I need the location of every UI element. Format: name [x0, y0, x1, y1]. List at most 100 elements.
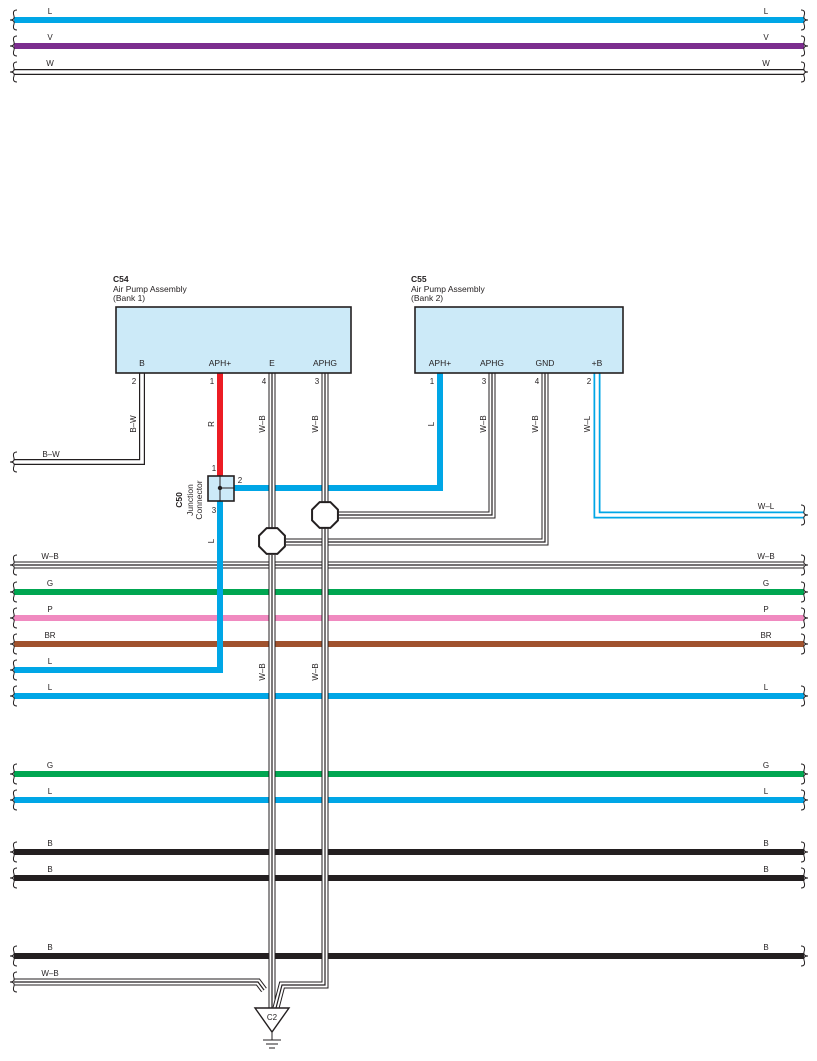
- c50-junction-dot: [217, 485, 223, 491]
- c54-pin-1-name: APH+: [209, 358, 231, 368]
- top-wire-2-right-bracket: [800, 61, 809, 83]
- c50-pin2-num: 2: [238, 476, 243, 485]
- c54-code: C54: [113, 274, 129, 284]
- c54-b-wire-bracket: [9, 451, 18, 473]
- ground-wire-aphg-white: [273, 528, 328, 1009]
- c55-pin-0-num: 1: [430, 377, 435, 386]
- top-wire-0-left-label: L: [48, 7, 53, 16]
- bus-wire-5-left-bracket: [9, 685, 18, 707]
- c54-pin-1-num: 1: [210, 377, 215, 386]
- bus-wire-8-right-bracket: [800, 841, 809, 863]
- bus-wire-10-right-bracket: [800, 945, 809, 967]
- bus-wire-0-right-label: W–B: [757, 552, 774, 561]
- c55-b-wire-core: [595, 373, 804, 517]
- ground-triangle: [253, 1007, 291, 1034]
- bus-wire-0-left-bracket: [9, 554, 18, 576]
- c54-pin-0-num: 2: [132, 377, 137, 386]
- c54-pin-3-num: 3: [315, 377, 320, 386]
- bus-wire-1-left-label: G: [47, 579, 53, 588]
- ground-wire-e-label: W–B: [258, 663, 267, 680]
- bus-wire-11-white: [14, 979, 266, 992]
- c55-pin-3-name: +B: [592, 358, 603, 368]
- bus-wire-7-left-bracket: [9, 789, 18, 811]
- bus-wire-7-right-label: L: [764, 787, 769, 796]
- bus-wire-2-left-bracket: [9, 607, 18, 629]
- c55-b-wire-label: W–L: [583, 415, 592, 432]
- bus-wire-5-right-label: L: [764, 683, 769, 692]
- c55-name: Air Pump Assembly: [411, 284, 485, 294]
- bus-wire-6-left-bracket: [9, 763, 18, 785]
- c55-code: C55: [411, 274, 427, 284]
- c55-aphg-wire-label: W–B: [479, 415, 488, 432]
- c55-pin-0-name: APH+: [429, 358, 451, 368]
- bus-wire-7-right-bracket: [800, 789, 809, 811]
- c55-aphg-wire-outer: [338, 373, 496, 519]
- top-wire-2-right-label: W: [762, 59, 770, 68]
- c55-b-wire-outer: [593, 373, 804, 519]
- bus-wire-10-left-label: B: [47, 943, 52, 952]
- bus-wire-3-left-label: BR: [44, 631, 55, 640]
- bus-wire-6-right-label: G: [763, 761, 769, 770]
- bus-wire-3-right-label: BR: [760, 631, 771, 640]
- bus-wire-1-right-bracket: [800, 581, 809, 603]
- top-wire-2-left-label: W: [46, 59, 54, 68]
- c54-pin-3-name: APHG: [313, 358, 337, 368]
- c55-aphg-wire-white: [338, 373, 495, 518]
- components-layer: [115, 306, 624, 1049]
- c55-pin-2-name: GND: [536, 358, 555, 368]
- top-wire-0-right-label: L: [764, 7, 769, 16]
- bus-wire-9-right-bracket: [800, 867, 809, 889]
- c54-name: Air Pump Assembly: [113, 284, 187, 294]
- c50-pin3-num: 3: [212, 506, 217, 515]
- c55-sub: (Bank 2): [411, 293, 443, 303]
- c55-pin-1-num: 3: [482, 377, 487, 386]
- top-wire-1-right-bracket: [800, 35, 809, 57]
- c54-b-wire-outer: [14, 373, 145, 465]
- bus-wire-11-left-bracket: [9, 971, 18, 993]
- bus-wire-7-left-label: L: [48, 787, 53, 796]
- c55-aph-wire-label: L: [427, 421, 436, 426]
- top-wire-0-left-bracket: [9, 9, 18, 31]
- bus-wire-4-left-label: L: [48, 657, 53, 666]
- top-wire-2-left-bracket: [9, 61, 18, 83]
- c54-pin-2-name: E: [269, 358, 275, 368]
- bus-wire-8-right-label: B: [763, 839, 768, 848]
- top-wire-1-left-label: V: [47, 33, 53, 42]
- ground-wire-aphg-center: [275, 528, 326, 1009]
- c55-pin-1-name: APHG: [480, 358, 504, 368]
- bus-wire-6-right-bracket: [800, 763, 809, 785]
- bus-wire-0-right-bracket: [800, 554, 809, 576]
- c55-b-wire-bracket: [800, 504, 809, 526]
- bus-wire-2-left-label: P: [47, 605, 52, 614]
- c50-line2: Connector: [194, 480, 204, 519]
- c50-code: C50: [174, 492, 184, 508]
- bw-left-label: B–W: [42, 450, 60, 459]
- bus-wire-3-right-bracket: [800, 633, 809, 655]
- c50-pin1-num: 1: [212, 464, 217, 473]
- splice-point-aphg: [311, 501, 339, 529]
- bus-wire-2-right-bracket: [800, 607, 809, 629]
- top-wire-0-right-bracket: [800, 9, 809, 31]
- bus-wire-0-left-label: W–B: [41, 552, 58, 561]
- top-wire-1-right-label: V: [763, 33, 769, 42]
- bus-wire-2-right-label: P: [763, 605, 768, 614]
- top-wire-1-left-bracket: [9, 35, 18, 57]
- bus-wire-8-left-label: B: [47, 839, 52, 848]
- bus-wire-8-left-bracket: [9, 841, 18, 863]
- c54-pin-b-wire-label: B–W: [129, 415, 138, 433]
- bus-wire-9-left-bracket: [9, 867, 18, 889]
- ground-code: C2: [267, 1013, 278, 1022]
- bus-wire-5-right-bracket: [800, 685, 809, 707]
- bus-wire-11-left-label: W–B: [41, 969, 58, 978]
- wires-layer: [9, 9, 809, 1009]
- c54-box: [115, 306, 352, 374]
- c55-box: [414, 306, 624, 374]
- c50-to-c55-wire: [232, 373, 443, 491]
- bus-wire-1-left-bracket: [9, 581, 18, 603]
- c54-sub: (Bank 1): [113, 293, 145, 303]
- c55-gnd-wire-label: W–B: [531, 415, 540, 432]
- c54-pin-0-name: B: [139, 358, 145, 368]
- c54-aphg-wire-label: W–B: [311, 415, 320, 432]
- bus-wire-10-right-label: B: [763, 943, 768, 952]
